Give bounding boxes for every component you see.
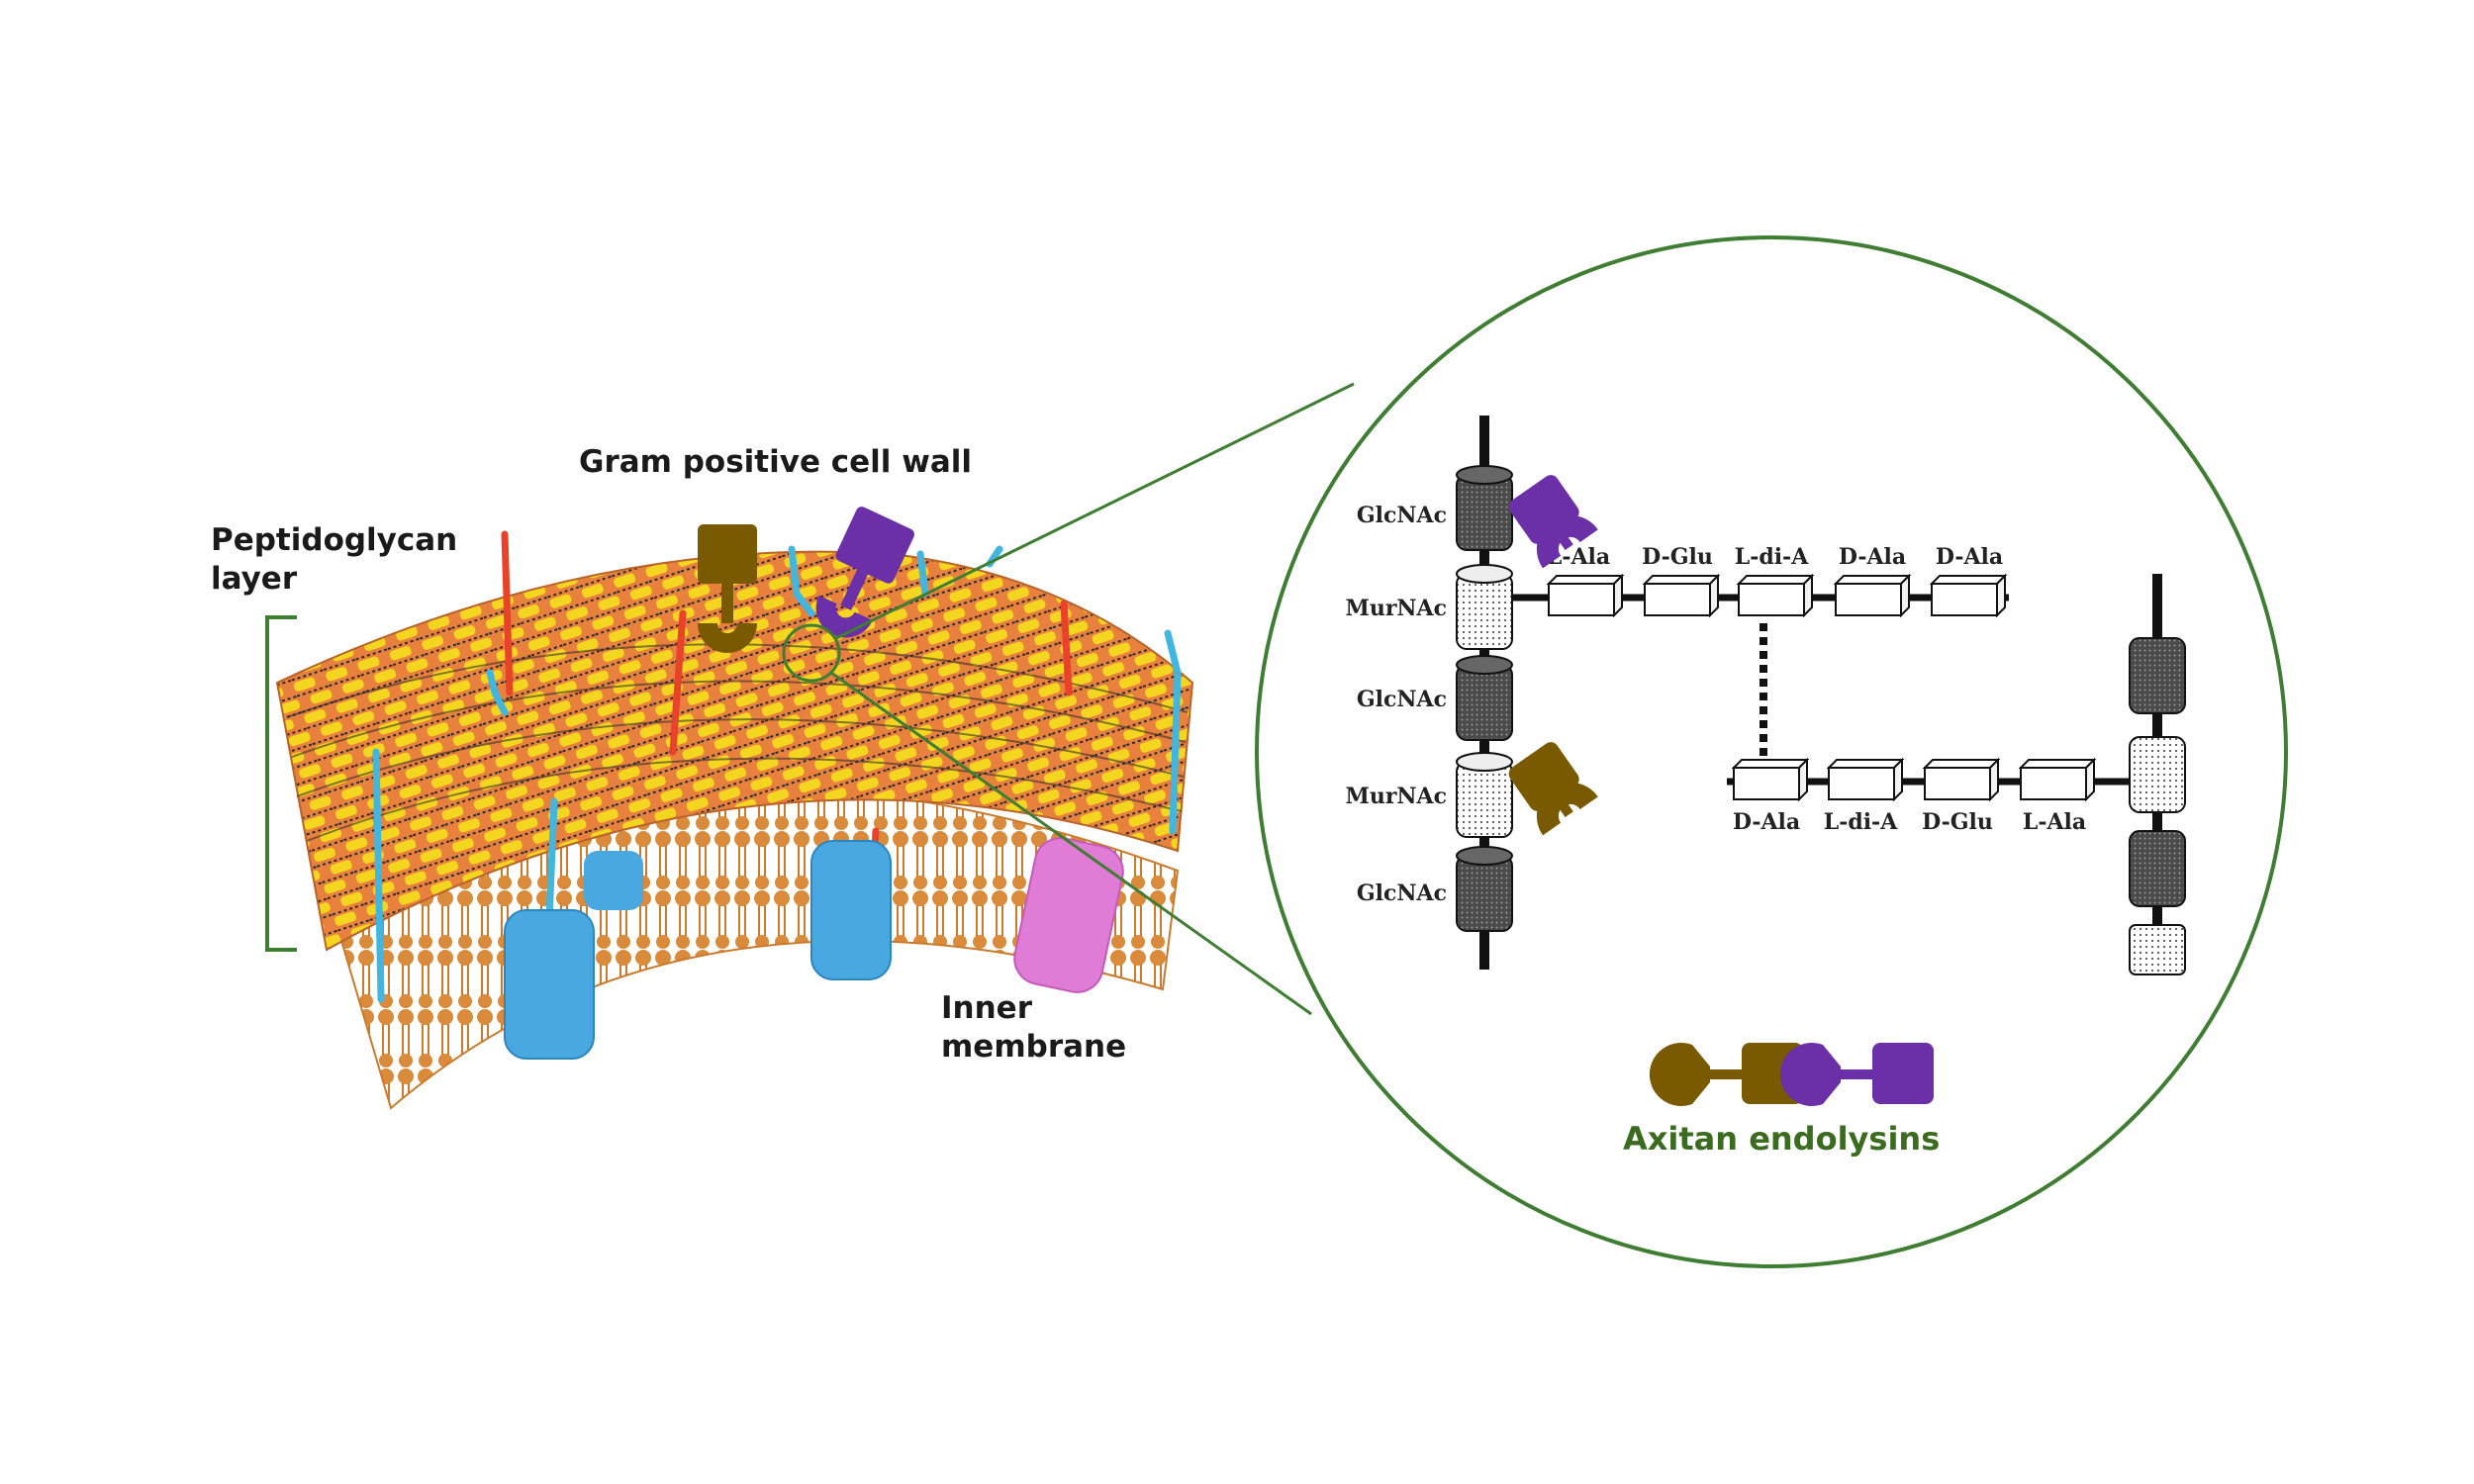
- purple-endolysin-icon: [1508, 475, 1598, 569]
- peptidoglycan-structure: GlcNAc MurNAc GlcNAc MurNAc GlcNAc L-Ala…: [1345, 416, 2186, 975]
- peptide-label: L-di-A: [1824, 809, 1898, 835]
- brown-endolysin-icon: [698, 524, 757, 653]
- zoom-origin: [782, 623, 841, 683]
- zoom-line: [835, 382, 1355, 640]
- peptide-box: [1546, 573, 1625, 618]
- peptide-label: L-di-A: [1735, 544, 1809, 570]
- peptide-label: D-Glu: [1642, 544, 1713, 570]
- glycan-unit: [1456, 564, 1513, 650]
- peptide-label: L-Ala: [2023, 809, 2086, 835]
- peptide-box: [1929, 573, 2008, 618]
- peptide-label: D-Ala: [1839, 544, 1906, 570]
- glcnac-label: GlcNAc: [1357, 503, 1447, 528]
- peptide-box: [2018, 757, 2097, 802]
- membrane-protein: [584, 851, 643, 910]
- murnac-label: MurNAc: [1345, 596, 1447, 621]
- glcnac-label: GlcNAc: [1357, 881, 1447, 906]
- membrane-protein: [504, 909, 595, 1060]
- peptide-label: D-Glu: [1922, 809, 1993, 835]
- peptide-box: [1826, 757, 1905, 802]
- purple-endolysin-icon: [1779, 1043, 1934, 1106]
- peptide-box: [1642, 573, 1721, 618]
- glycan-unit: [1456, 655, 1513, 741]
- peptide-box: [1736, 573, 1815, 618]
- endolysins-label: Axitan endolysins: [1623, 1120, 1941, 1158]
- glycan-unit: [1456, 846, 1513, 932]
- peptide-label: D-Ala: [1936, 544, 2003, 570]
- zoom-circle: [1255, 235, 2288, 1268]
- peptidoglycan-bracket: [265, 615, 297, 952]
- murnac-label: MurNAc: [1345, 784, 1447, 809]
- membrane-protein: [810, 840, 892, 980]
- zoom-line: [830, 671, 1312, 1016]
- brown-endolysin-icon: [1508, 742, 1598, 836]
- glycan-unit: [1456, 752, 1513, 838]
- glcnac-label: GlcNAc: [1357, 687, 1447, 712]
- peptidoglycan-label: Peptidoglycan layer: [211, 522, 458, 597]
- peptide-box: [1833, 573, 1912, 618]
- glycan-unit: [1456, 465, 1513, 551]
- inner-membrane-label: Inner membrane: [941, 990, 1127, 1065]
- membrane-protein: [1013, 837, 1124, 993]
- diagram-title: Gram positive cell wall: [579, 444, 973, 480]
- peptide-box: [1731, 757, 1810, 802]
- cell-wall-illustration: [265, 507, 1194, 1110]
- peptide-box: [1922, 757, 2001, 802]
- peptide-label: D-Ala: [1733, 809, 1800, 835]
